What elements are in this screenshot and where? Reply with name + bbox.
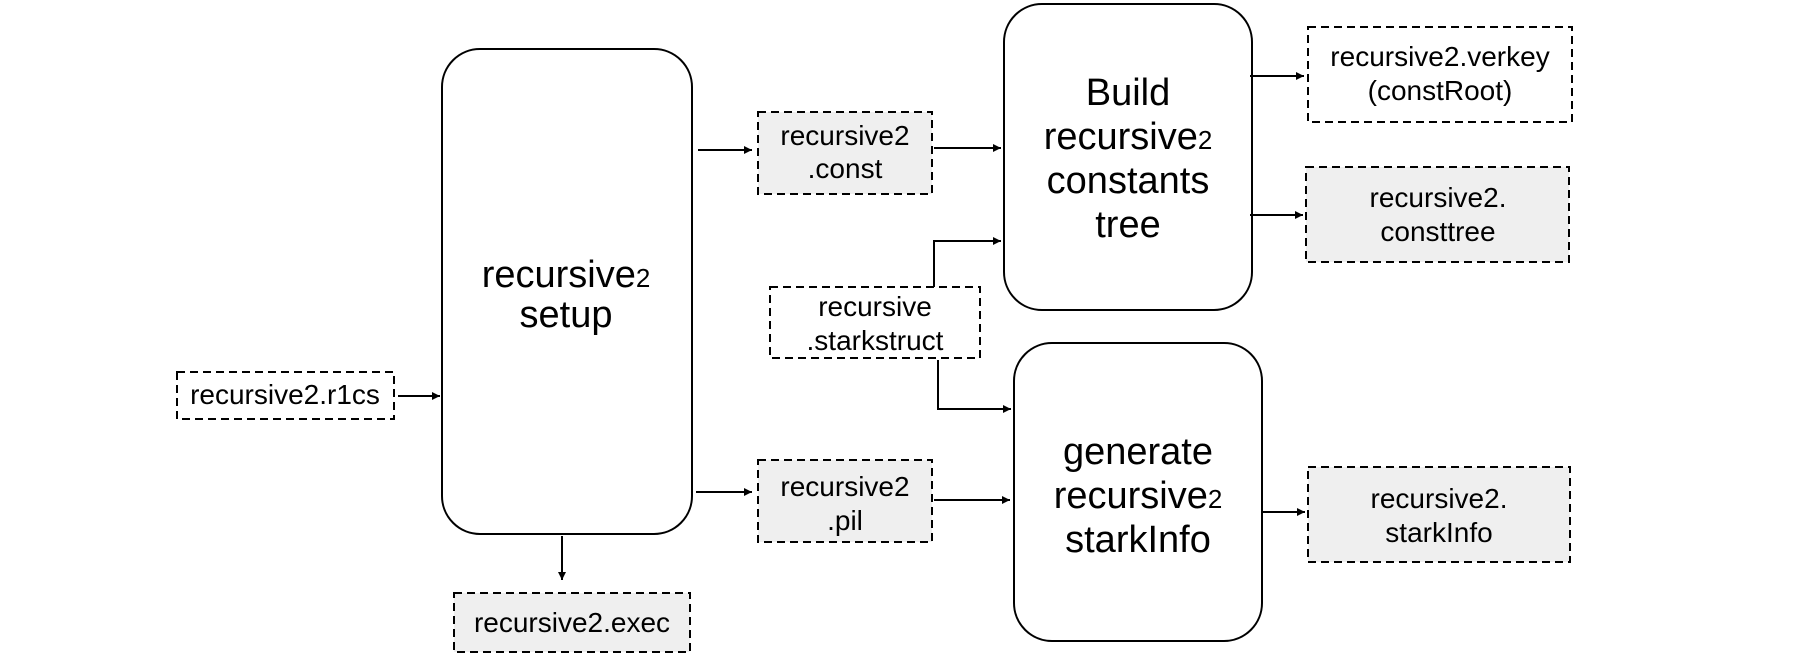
starkinfo-file-node[interactable]: recursive2. starkInfo — [1307, 466, 1571, 563]
starkstruct-file-node[interactable]: recursive .starkstruct — [769, 286, 981, 359]
gen-starkinfo-title-line1: generate — [1063, 431, 1213, 473]
verkey-file-label-line1: recursive2.verkey — [1330, 41, 1549, 72]
starkinfo-file-label-line2: starkInfo — [1385, 517, 1492, 548]
pil-file-label-line2: .pil — [827, 505, 863, 536]
build-tree-title-line3: constants — [1047, 160, 1210, 202]
exec-file-label: recursive2.exec — [474, 607, 670, 638]
r1cs-file-label: recursive2.r1cs — [190, 379, 380, 410]
setup-process-title-line1: recursive2 — [482, 254, 651, 296]
verkey-file-label-line2: (constRoot) — [1368, 75, 1513, 106]
pil-file-label-line1: recursive2 — [780, 471, 909, 502]
pil-file-node[interactable]: recursive2 .pil — [757, 459, 933, 543]
edge-starkstruct-to-build-tree — [933, 237, 1001, 287]
verkey-file-node[interactable]: recursive2.verkey (constRoot) — [1307, 26, 1573, 123]
r1cs-file-node[interactable]: recursive2.r1cs — [176, 371, 395, 420]
starkinfo-file-label-line1: recursive2. — [1371, 483, 1508, 514]
gen-starkinfo-process-node[interactable]: generate recursive2 starkInfo — [1013, 342, 1263, 642]
gen-starkinfo-title-line2: recursive2 — [1054, 475, 1223, 517]
setup-process-title-line2: setup — [520, 294, 613, 336]
edge-starkstruct-to-gen-starkinfo — [937, 360, 1011, 413]
consttree-file-label-line2: consttree — [1380, 216, 1495, 247]
connectors — [398, 72, 1305, 580]
consttree-file-label-line1: recursive2. — [1370, 182, 1507, 213]
build-tree-title-line2: recursive2 — [1044, 116, 1213, 158]
starkstruct-file-label-line1: recursive — [818, 291, 932, 322]
build-tree-title-line4: tree — [1095, 204, 1160, 246]
gen-starkinfo-title-line3: starkInfo — [1065, 519, 1211, 561]
const-file-node[interactable]: recursive2 .const — [757, 111, 933, 195]
consttree-file-node[interactable]: recursive2. consttree — [1305, 166, 1570, 263]
setup-process-node[interactable]: recursive2 setup — [441, 48, 693, 535]
build-tree-process-node[interactable]: Build recursive2 constants tree — [1003, 3, 1253, 311]
starkstruct-file-label-line2: .starkstruct — [807, 325, 944, 356]
exec-file-node[interactable]: recursive2.exec — [453, 592, 691, 653]
const-file-label-line1: recursive2 — [780, 120, 909, 151]
const-file-label-line2: .const — [808, 153, 883, 184]
build-tree-title-line1: Build — [1086, 72, 1171, 114]
